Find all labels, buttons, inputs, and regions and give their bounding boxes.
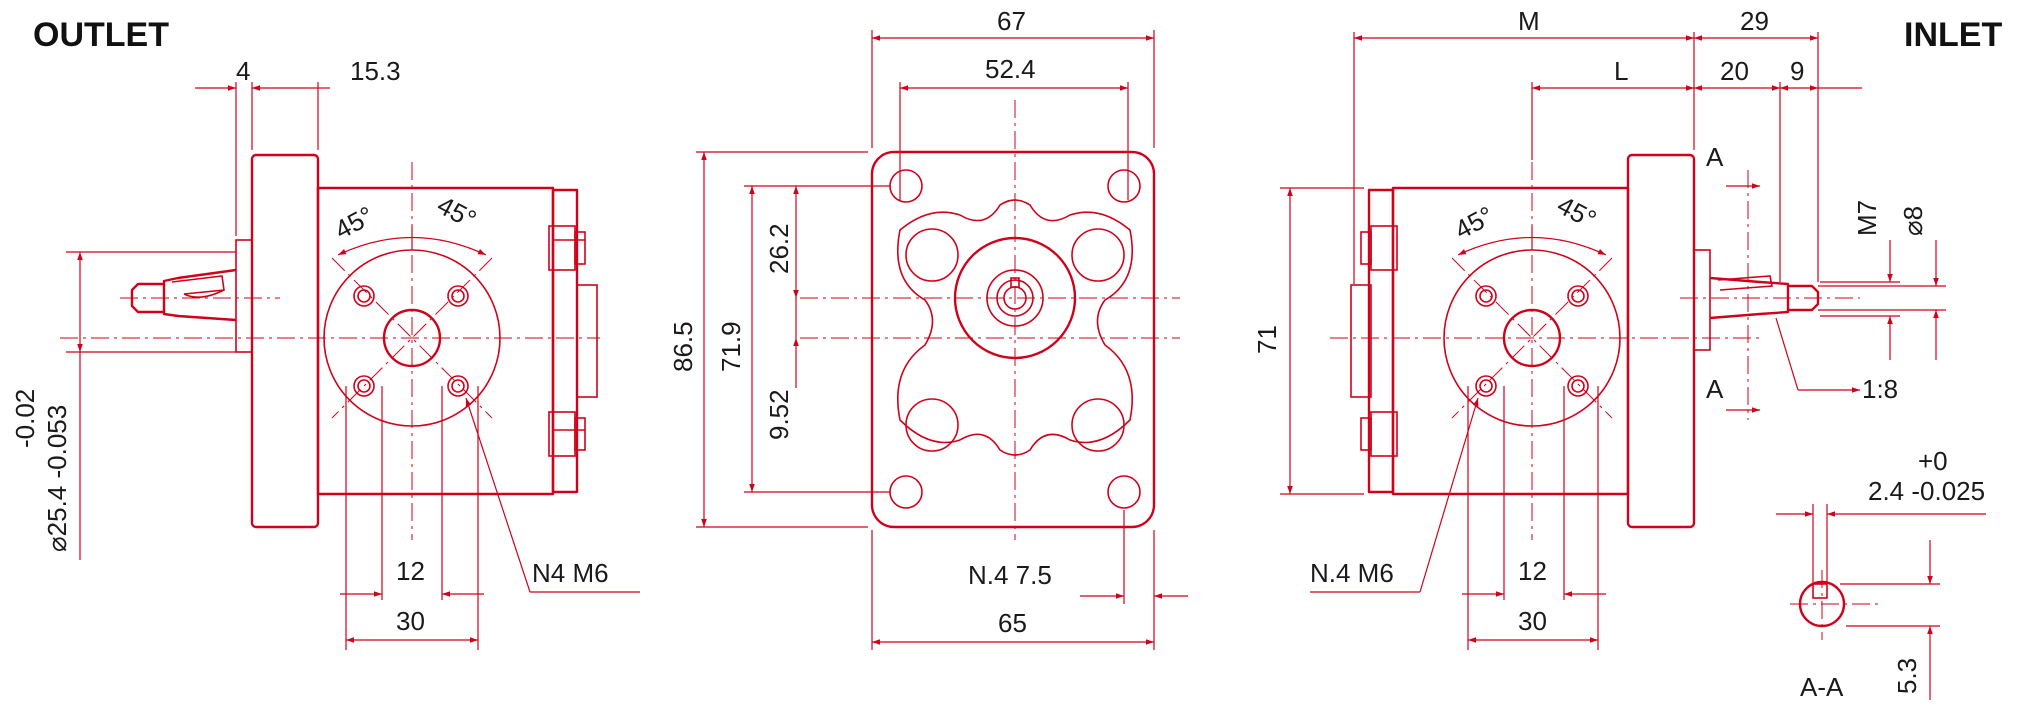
dim-86-5-label: 86.5 [668,321,698,372]
dim-29-label: 29 [1740,6,1769,36]
inlet-dim-12-label: 12 [1518,556,1547,586]
outlet-dimension-labels: 4 15.3 45° 45° -0.02 ⌀25.4 -0.053 12 30 … [10,56,609,636]
section-mark-top: A [1706,142,1724,172]
holes-label: N.4 7.5 [968,560,1052,590]
dim-12-label: 12 [396,556,425,586]
inlet-dimensions [1280,32,1946,650]
dim-30-label: 30 [396,606,425,636]
angle-right-label: 45° [432,190,481,235]
dim-67-label: 67 [997,6,1026,36]
front-dimension-labels: 67 52.4 86.5 71.9 26.2 9.52 N.4 7.5 65 [668,6,1052,638]
inlet-angle-right-label: 45° [1552,190,1601,235]
shaft-diameter-label: ⌀25.4 -0.053 [42,405,72,552]
outlet-thread-label: N4 M6 [532,558,609,588]
dim-65-label: 65 [998,608,1027,638]
inlet-angle-left-label: 45° [1450,200,1499,245]
front-dimensions [696,30,1188,650]
dia-8-label: ⌀8 [1898,206,1928,236]
dim-71-label: 71 [1252,325,1282,354]
dim-71-9-label: 71.9 [716,321,746,372]
tolerance-upper-label: -0.02 [10,389,40,448]
outlet-side-view [60,153,600,540]
key-tolerance-upper: +0 [1918,446,1948,476]
outlet-title: OUTLET [33,16,169,54]
section-mark-bottom: A [1706,374,1724,404]
taper-label: 1:8 [1862,374,1898,404]
dim-5-3-label: 5.3 [1892,658,1922,694]
front-view [800,100,1180,540]
thread-m7-label: M7 [1852,200,1882,236]
section-aa: +0 2.4 -0.025 5.3 A-A [1776,446,1986,702]
inlet-side-view [1330,153,1860,540]
dim-L-label: L [1614,56,1628,86]
key-width-label: 2.4 -0.025 [1868,476,1985,506]
dim-52-4-label: 52.4 [985,54,1036,84]
inlet-title: INLET [1904,16,2002,54]
dim-4-label: 4 [236,56,250,86]
section-aa-label: A-A [1800,672,1844,702]
dim-26-2-label: 26.2 [764,223,794,274]
dim-9-52-label: 9.52 [764,389,794,440]
dim-20-label: 20 [1720,56,1749,86]
angle-left-label: 45° [330,200,379,245]
inlet-thread-label: N.4 M6 [1310,558,1394,588]
outlet-dimensions [66,82,640,650]
dim-M-label: M [1518,6,1540,36]
dim-15-3-label: 15.3 [350,56,401,86]
dim-9-label: 9 [1790,56,1804,86]
inlet-dim-30-label: 30 [1518,606,1547,636]
